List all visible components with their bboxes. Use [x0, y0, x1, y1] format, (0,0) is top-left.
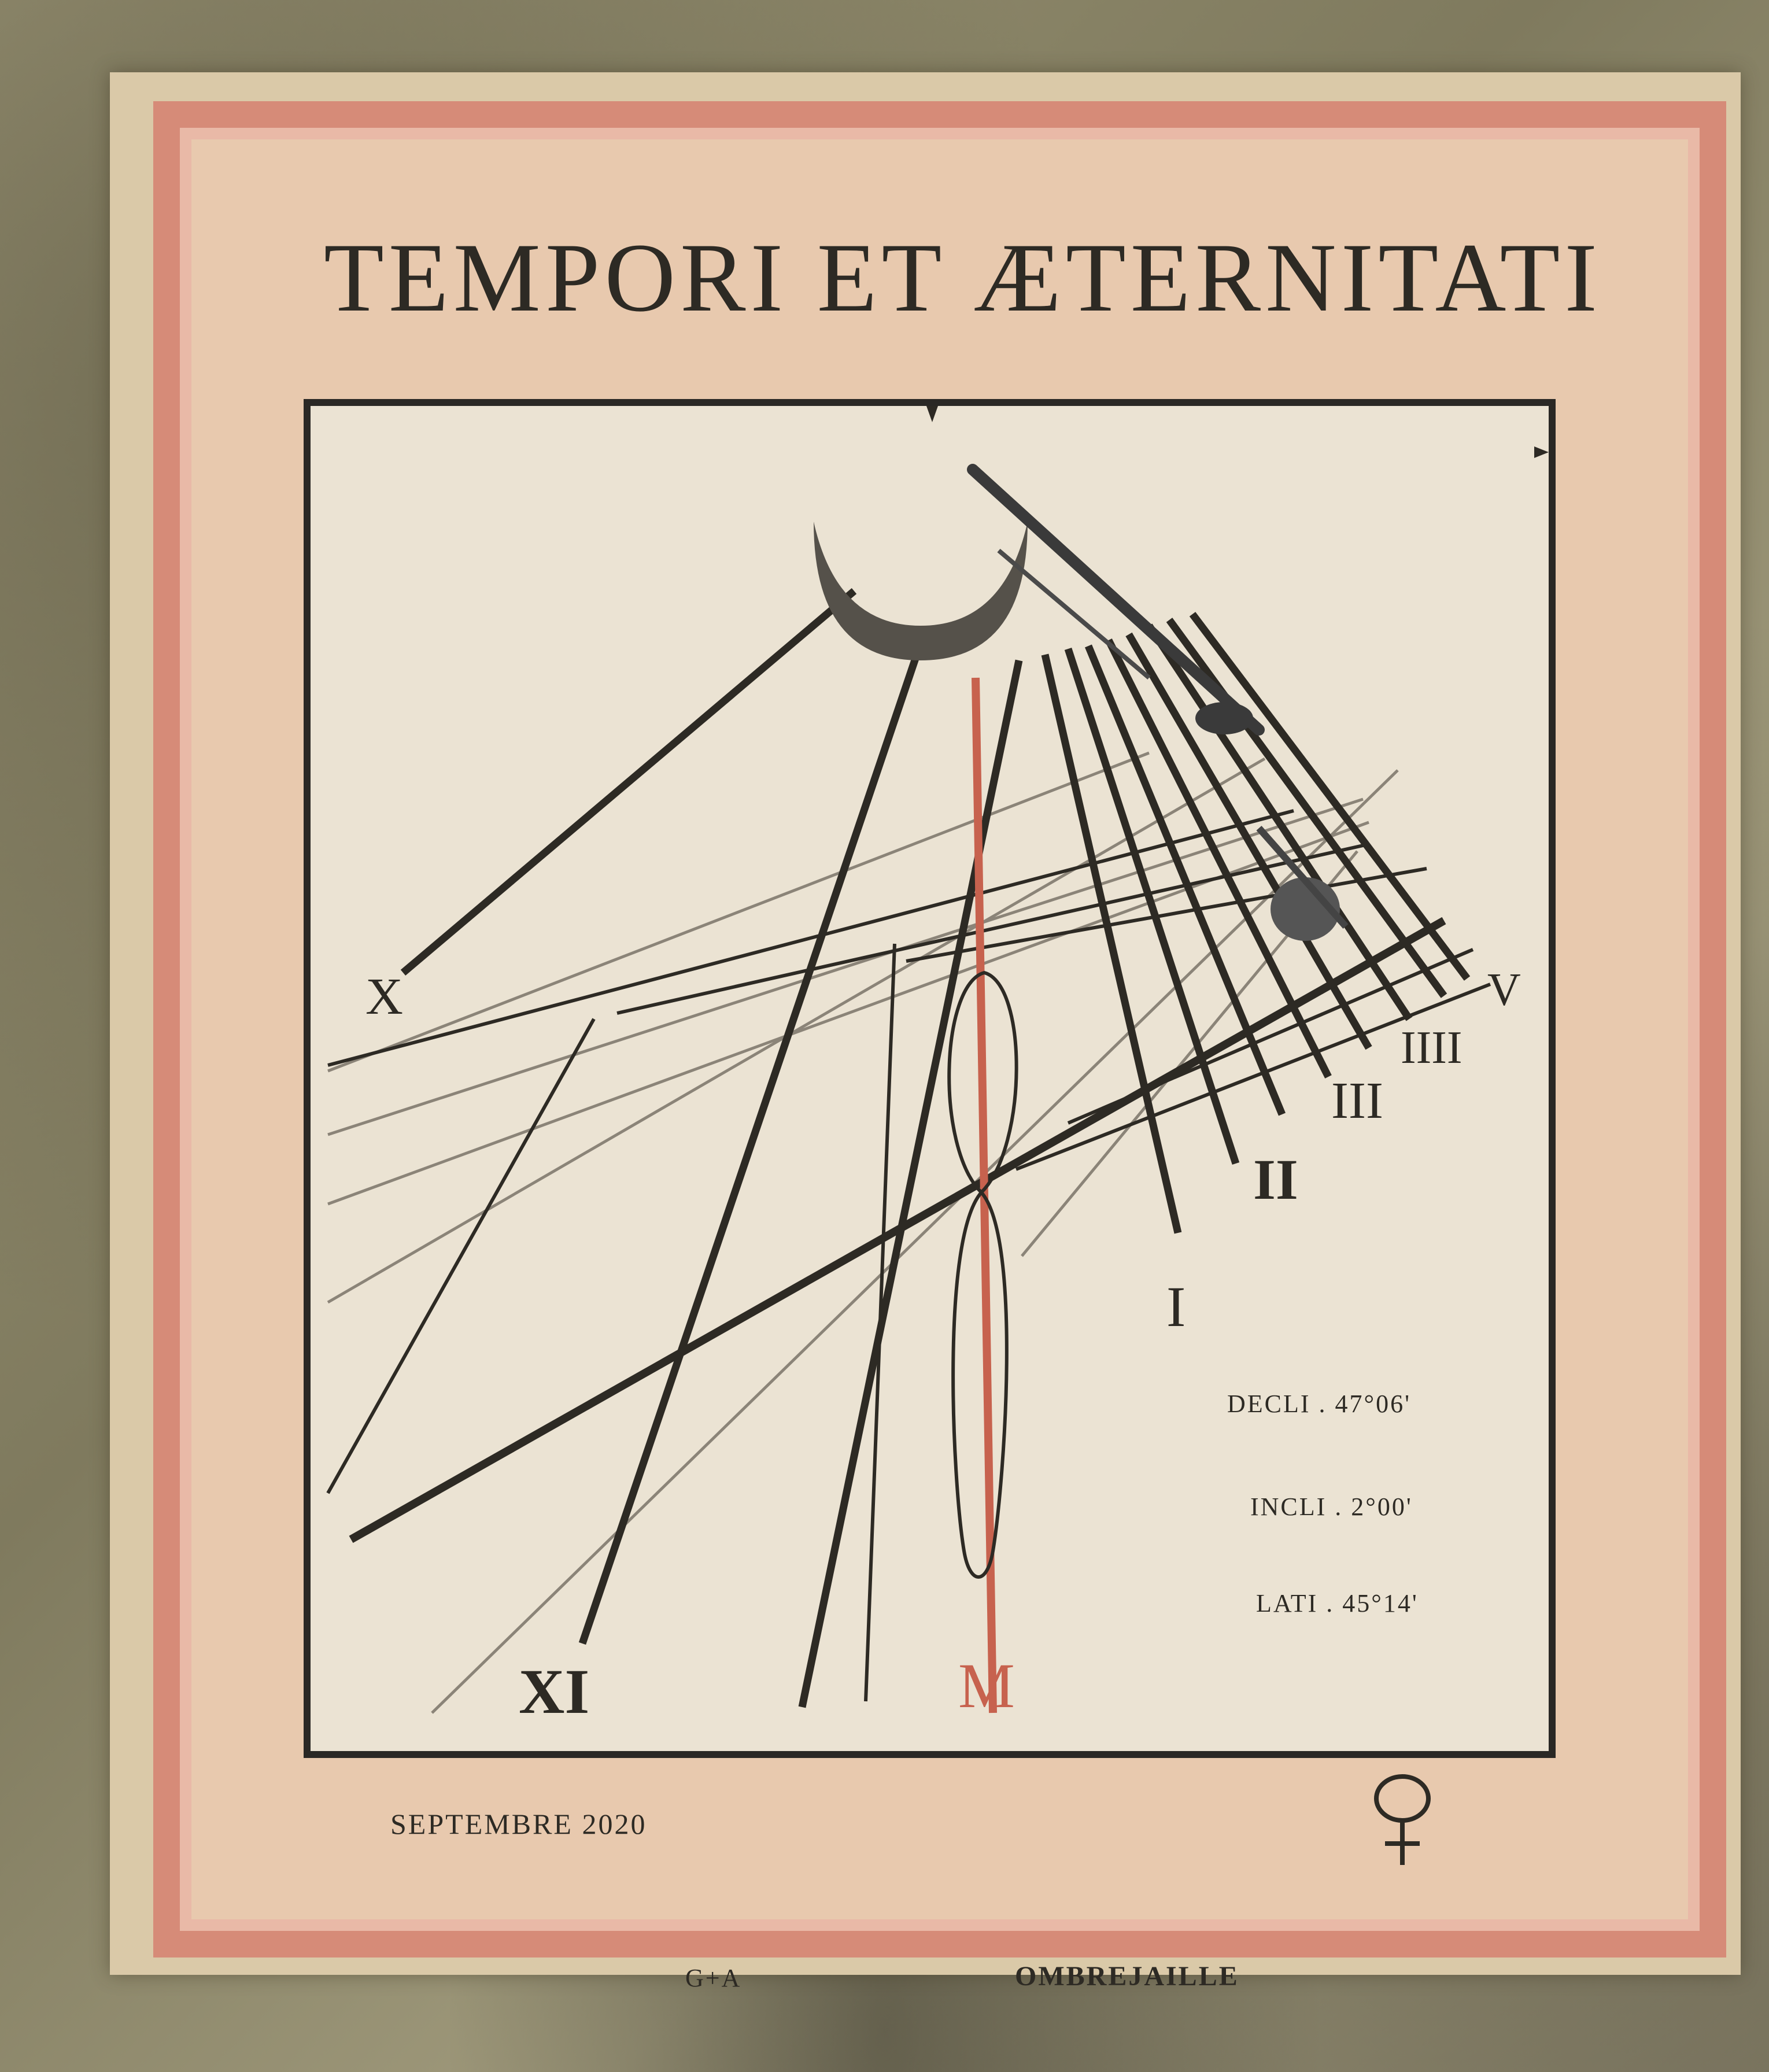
noon-side-line — [864, 943, 896, 1702]
signature-brand: OMBREJAILLE — [1015, 1961, 1239, 1992]
hour-line-i-half — [1064, 647, 1240, 1165]
sundial-drawing — [326, 406, 1549, 1714]
gnomon-disc-upper — [1195, 702, 1253, 734]
hour-label-v: V — [1487, 965, 1521, 1015]
gnomon-bar — [967, 464, 1265, 736]
hour-lines — [400, 588, 1471, 1708]
outer-frame-border — [153, 101, 1726, 1957]
hour-line-iiii-half — [1189, 612, 1471, 981]
declination-text: DECLI . 47°06' — [1227, 1390, 1412, 1418]
date-line-5 — [327, 821, 1369, 1206]
venus-symbol-icon — [1374, 1774, 1431, 1865]
top-center-mark — [926, 406, 938, 422]
grid-lines — [326, 809, 1491, 1702]
gnomon-rod — [967, 464, 1349, 941]
grid-line-4 — [1015, 983, 1491, 1171]
grid-line-3 — [906, 867, 1427, 963]
equinox-line — [349, 917, 1446, 1543]
xi-short-line — [326, 1018, 596, 1494]
hour-label-ii: II — [1253, 1147, 1298, 1212]
hour-line-i — [1041, 653, 1182, 1234]
hour-line-noon-half — [798, 659, 1023, 1708]
hour-label-i: I — [1166, 1275, 1186, 1339]
crescent-icon — [814, 522, 1028, 660]
hour-line-xi — [578, 641, 925, 1645]
gnomon-strut — [997, 548, 1151, 680]
gnomon-shadow-disc — [1271, 877, 1340, 941]
hour-label-iii: III — [1331, 1072, 1383, 1129]
date-line-1 — [327, 751, 1150, 1073]
signature-initials: G+A — [685, 1964, 742, 1992]
analemma-curve — [947, 970, 1018, 1579]
hour-line-iii — [1125, 632, 1372, 1050]
latitude-text: LATI . 45°14' — [1256, 1589, 1419, 1617]
hour-line-iii-half — [1146, 623, 1413, 1021]
right-edge-mark — [1534, 446, 1549, 458]
hour-label-x: X — [365, 968, 403, 1025]
date-text: SEPTEMBRE 2020 — [390, 1808, 647, 1840]
hour-label-xi: XI — [519, 1656, 590, 1727]
date-line-4 — [327, 797, 1364, 1136]
inclination-text: INCLI . 2°00' — [1250, 1493, 1413, 1521]
grid-line-1 — [327, 809, 1294, 1067]
sundial-face: X XI M I II III IIII V DECLI . 47°06' IN… — [304, 399, 1556, 1758]
hour-label-iiii: IIII — [1401, 1022, 1463, 1073]
hour-line-ii — [1084, 644, 1286, 1116]
gnomon-shadow-bar — [1256, 826, 1349, 929]
grid-line-2 — [616, 844, 1364, 1015]
motto-title: TEMPORI ET ÆTERNITATI — [324, 223, 1602, 332]
date-line-2 — [327, 757, 1266, 1304]
hour-line-x — [400, 588, 857, 976]
hour-label-m: M — [958, 1650, 1015, 1721]
date-line-3 — [431, 769, 1399, 1714]
